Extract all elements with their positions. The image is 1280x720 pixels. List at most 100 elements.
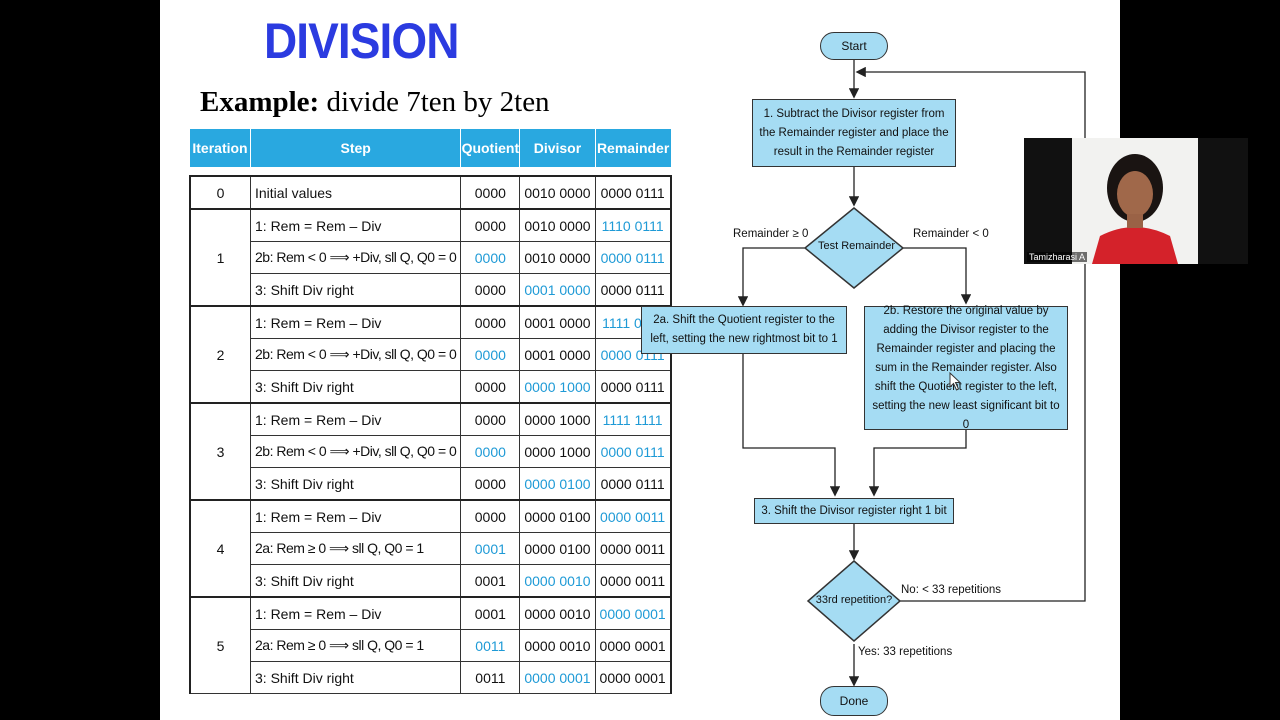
header-iteration: Iteration <box>190 129 251 167</box>
header-remainder: Remainder <box>594 129 671 167</box>
remainder-cell: 0000 0111 <box>594 370 672 404</box>
participant-name: Tamizharasi A <box>1027 252 1088 262</box>
quotient-cell: 0000 <box>460 435 521 468</box>
participant-video-frame <box>1072 138 1198 264</box>
participant-video[interactable]: Tamizharasi A <box>1024 138 1248 264</box>
remainder-cell: 0000 0111 <box>594 175 672 210</box>
step-cell: 2b: Rem < 0 ⟹ +Div, sll Q, Q0 = 0 <box>249 435 462 468</box>
step-cell: 2b: Rem < 0 ⟹ +Div, sll Q, Q0 = 0 <box>249 338 462 371</box>
remainder-cell: 0000 0111 <box>594 273 672 307</box>
divisor-cell: 0000 0010 <box>519 564 596 598</box>
remainder-cell: 0000 0011 <box>594 499 672 533</box>
quotient-cell: 0000 <box>460 467 521 501</box>
header-divisor: Divisor <box>519 129 596 167</box>
arrow-loop-back <box>855 66 1086 602</box>
header-quotient: Quotient <box>460 129 520 167</box>
flow-step2b: 2b. Restore the original value by adding… <box>864 305 1068 431</box>
test-remainder-label: Test Remainder <box>818 240 896 252</box>
flowchart-connectors <box>737 60 1086 687</box>
quotient-cell: 0000 <box>460 338 521 371</box>
divisor-cell: 0010 0000 <box>519 241 596 274</box>
step-cell: 1: Rem = Rem – Div <box>249 208 462 242</box>
arrow-test-2a <box>737 247 805 307</box>
quotient-cell: 0000 <box>460 305 521 339</box>
flow-step1: 1. Subtract the Divisor register from th… <box>752 99 956 167</box>
test-remainder-diamond <box>803 207 905 289</box>
divisor-cell: 0000 1000 <box>519 402 596 436</box>
example-label: Example: <box>200 86 320 118</box>
yes-label: Yes: 33 repetitions <box>858 646 953 658</box>
iteration-cell: 3 <box>189 402 251 501</box>
divisor-cell: 0000 1000 <box>519 435 596 468</box>
repetition-label: 33rd repetition? <box>815 594 893 606</box>
step-cell: 3: Shift Div right <box>249 273 462 307</box>
quotient-cell: 0000 <box>460 370 521 404</box>
divisor-cell: 0000 0001 <box>519 661 596 694</box>
example-line: Example: divide 7ten by 2ten <box>200 86 550 119</box>
slide-title: DIVISION <box>264 13 459 69</box>
quotient-cell: 0001 <box>460 564 521 598</box>
mouse-cursor-icon <box>949 372 962 391</box>
step-cell: 3: Shift Div right <box>249 564 462 598</box>
remainder-cell: 0000 0001 <box>594 661 672 694</box>
quotient-cell: 0000 <box>460 175 521 210</box>
step-cell: 2b: Rem < 0 ⟹ +Div, sll Q, Q0 = 0 <box>249 241 462 274</box>
step-cell: 1: Rem = Rem – Div <box>249 499 462 533</box>
quotient-cell: 0000 <box>460 402 521 436</box>
header-step: Step <box>249 129 461 167</box>
step-cell: 3: Shift Div right <box>249 467 462 501</box>
divisor-cell: 0001 0000 <box>519 273 596 307</box>
flow-step3: 3. Shift the Divisor register right 1 bi… <box>754 498 954 524</box>
step-cell: Initial values <box>249 175 462 210</box>
quotient-cell: 0011 <box>460 661 521 694</box>
remainder-cell: 0000 0011 <box>594 532 672 565</box>
step-cell: 2a: Rem ≥ 0 ⟹ sll Q, Q0 = 1 <box>249 532 462 565</box>
step-cell: 1: Rem = Rem – Div <box>249 402 462 436</box>
iteration-cell: 1 <box>189 208 251 307</box>
divisor-cell: 0000 1000 <box>519 370 596 404</box>
arrow-test-2b <box>903 247 972 305</box>
quotient-cell: 0001 <box>460 596 521 630</box>
step-cell: 1: Rem = Rem – Div <box>249 596 462 630</box>
arrow-2b-step3 <box>868 430 967 497</box>
iteration-cell: 5 <box>189 596 251 694</box>
flow-done: Done <box>820 686 888 716</box>
remainder-cell: 0000 0111 <box>594 435 672 468</box>
flow-step2a: 2a. Shift the Quotient register to the l… <box>641 306 847 354</box>
repetition-diamond <box>806 560 902 642</box>
quotient-cell: 0001 <box>460 532 521 565</box>
step-cell: 3: Shift Div right <box>249 661 462 694</box>
remainder-lt-label: Remainder < 0 <box>913 228 989 240</box>
remainder-cell: 0000 0111 <box>594 241 672 274</box>
step-cell: 1: Rem = Rem – Div <box>249 305 462 339</box>
participant-avatar-icon <box>1072 138 1198 264</box>
step-cell: 2a: Rem ≥ 0 ⟹ sll Q, Q0 = 1 <box>249 629 462 662</box>
example-text: divide 7ten by 2ten <box>319 86 550 118</box>
remainder-ge-label: Remainder ≥ 0 <box>733 228 809 240</box>
remainder-cell: 0000 0111 <box>594 467 672 501</box>
remainder-cell: 0000 0001 <box>594 629 672 662</box>
divisor-cell: 0001 0000 <box>519 338 596 371</box>
flow-start: Start <box>820 32 888 60</box>
divisor-cell: 0000 0100 <box>519 499 596 533</box>
slide: DIVISION Example: divide 7ten by 2ten It… <box>160 0 1120 720</box>
divisor-cell: 0000 0010 <box>519 596 596 630</box>
divisor-cell: 0000 0100 <box>519 532 596 565</box>
divisor-cell: 0010 0000 <box>519 175 596 210</box>
quotient-cell: 0011 <box>460 629 521 662</box>
no-label: No: < 33 repetitions <box>901 584 1002 596</box>
table-header-row: Iteration Step Quotient Divisor Remainde… <box>190 129 671 167</box>
